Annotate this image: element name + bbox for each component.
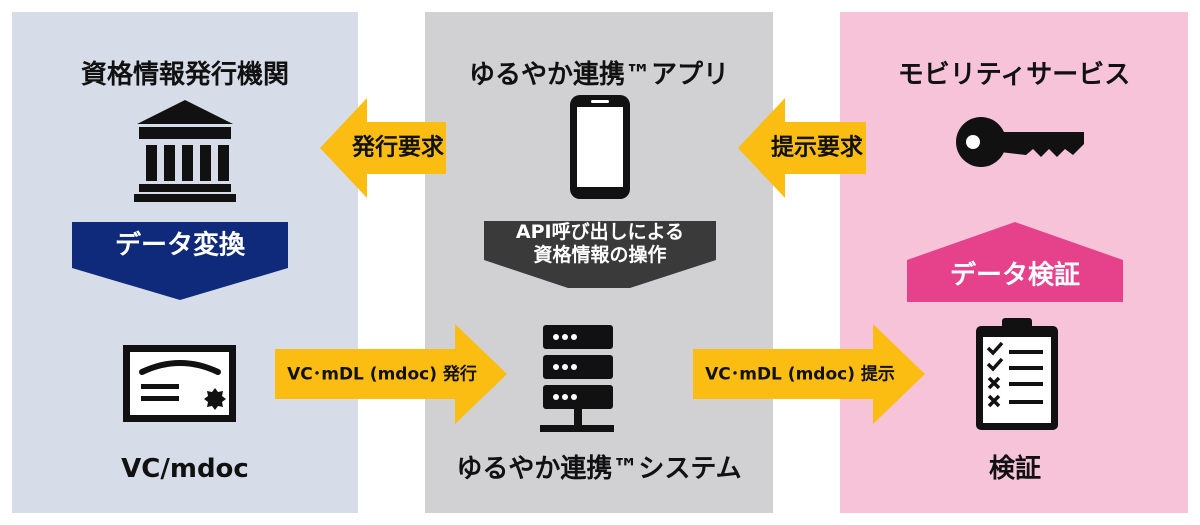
checklist-clipboard-icon [976, 318, 1058, 430]
mobility-service-title: モビリティサービス [897, 60, 1131, 90]
present-request-label: 提示要求 [771, 134, 863, 161]
key-icon [956, 117, 1084, 167]
certificate-icon [123, 345, 236, 422]
issue-request-label: 発行要求 [352, 134, 444, 161]
bank-building-icon [134, 100, 236, 202]
smartphone-icon [570, 95, 630, 199]
api-operation-line2: 資格情報の操作 [533, 244, 667, 266]
present-arrow [693, 324, 925, 424]
present-label: VC･mDL (mdoc) 提示 [705, 364, 895, 385]
verify-caption: 検証 [988, 454, 1042, 484]
issue-label: VC･mDL (mdoc) 発行 [287, 364, 477, 385]
data-convert-shape [72, 222, 288, 300]
api-operation-label: API呼び出しによる 資格情報の操作 [516, 221, 684, 267]
api-operation-line1: API呼び出しによる [515, 221, 685, 244]
system-caption: ゆるやか連携™システム [456, 454, 742, 484]
data-verify-label: データ検証 [949, 260, 1081, 291]
issue-request-arrow [320, 98, 446, 198]
issuer-title: 資格情報発行機関 [80, 60, 290, 90]
present-request-arrow [738, 98, 866, 198]
data-convert-label: データ変換 [114, 230, 246, 261]
app-title: ゆるやか連携™アプリ [468, 60, 730, 90]
data-verify-shape [907, 222, 1123, 302]
issue-arrow [275, 324, 507, 424]
api-operation-shape [484, 221, 716, 288]
server-icon [540, 325, 614, 432]
vc-mdoc-caption: VC/mdoc [121, 454, 249, 484]
